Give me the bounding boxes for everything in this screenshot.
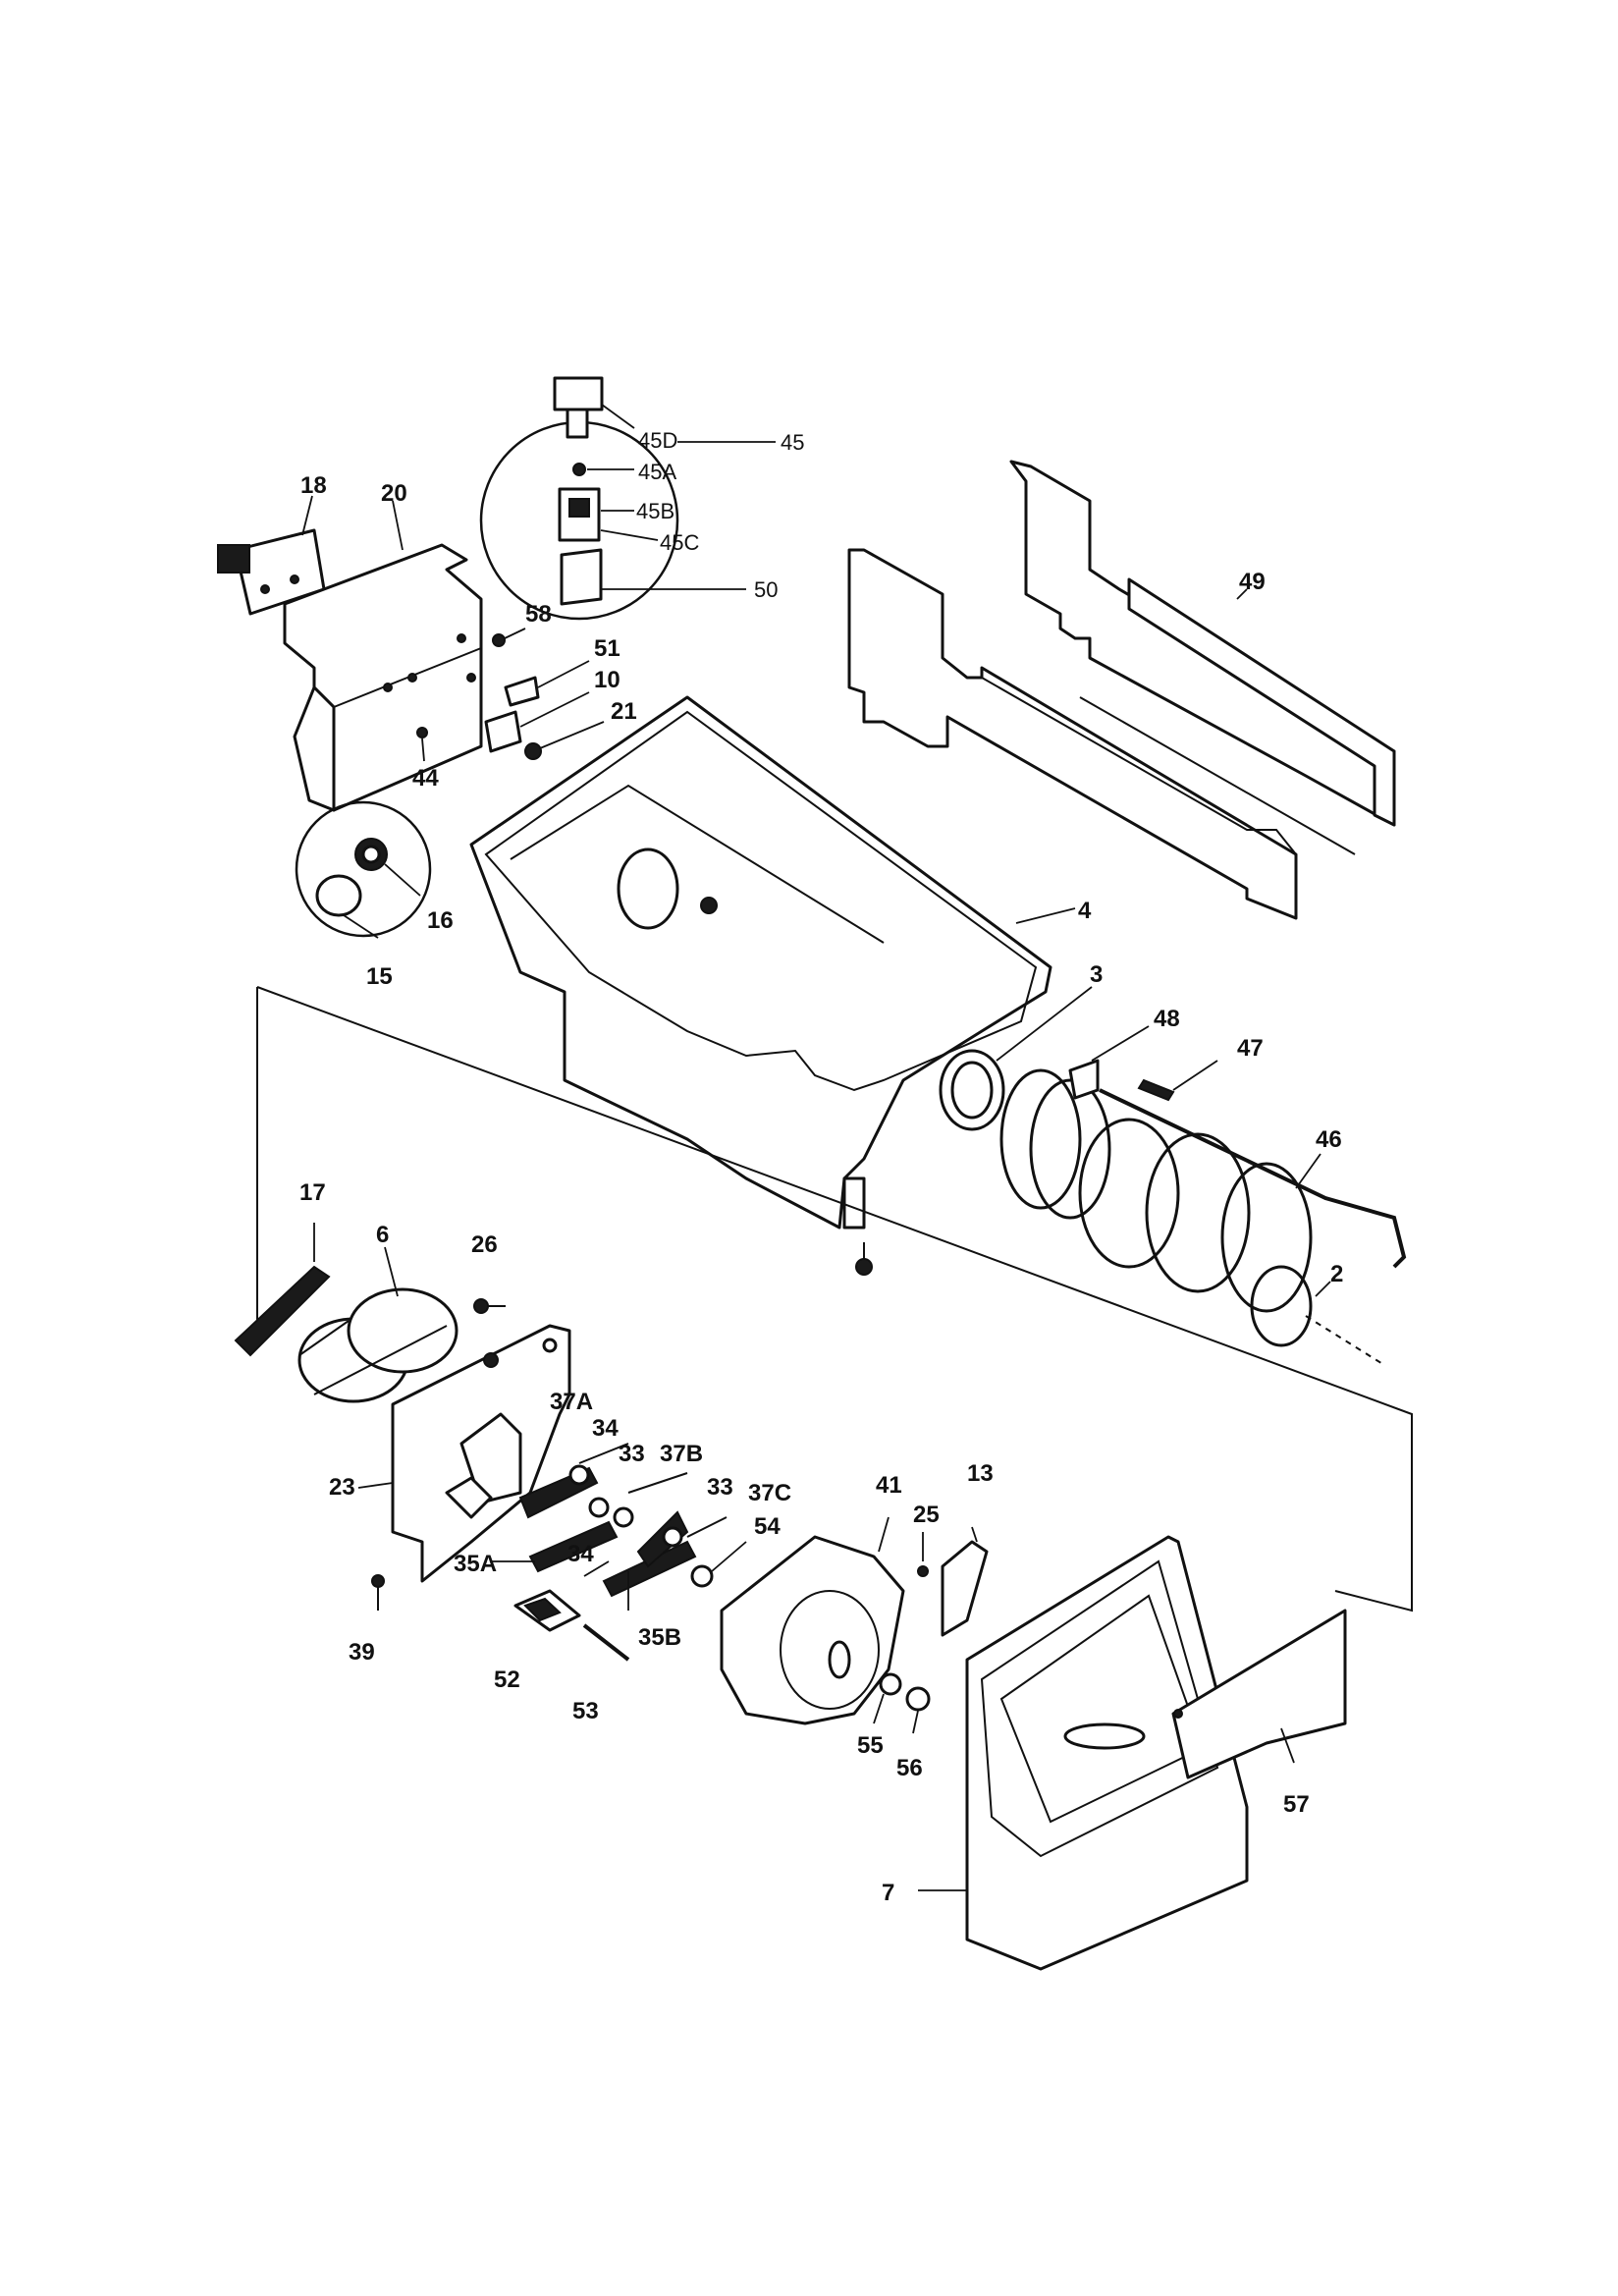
callout-35a: 35A bbox=[454, 1551, 497, 1577]
callout-49: 49 bbox=[1239, 569, 1266, 595]
part-55 bbox=[879, 1672, 902, 1696]
part-41-housing bbox=[690, 1516, 931, 1734]
callout-52: 52 bbox=[494, 1667, 520, 1693]
callout-41: 41 bbox=[876, 1472, 902, 1499]
callout-34-top: 34 bbox=[592, 1415, 619, 1442]
callout-4: 4 bbox=[1078, 898, 1092, 924]
part-45b bbox=[558, 487, 601, 542]
callout-45d: 45D bbox=[638, 428, 677, 453]
part-56 bbox=[905, 1686, 931, 1712]
callout-33-mid: 33 bbox=[707, 1474, 733, 1501]
callout-55: 55 bbox=[857, 1732, 884, 1759]
callout-20: 20 bbox=[381, 480, 407, 507]
detail-circle-lamp bbox=[295, 800, 432, 939]
crusher-blades bbox=[491, 1443, 728, 1611]
callout-6: 6 bbox=[376, 1222, 389, 1248]
callout-45a: 45A bbox=[638, 460, 676, 484]
callout-45c: 45C bbox=[660, 530, 699, 555]
callout-51: 51 bbox=[594, 635, 620, 662]
callout-15: 15 bbox=[366, 963, 393, 990]
callout-35b: 35B bbox=[638, 1624, 681, 1651]
callout-57: 57 bbox=[1283, 1791, 1310, 1818]
callout-47: 47 bbox=[1237, 1035, 1264, 1062]
part-49-rail-assembly bbox=[847, 460, 1396, 920]
callout-10: 10 bbox=[594, 667, 620, 693]
callout-44: 44 bbox=[412, 765, 439, 792]
callout-33-top: 33 bbox=[619, 1441, 645, 1467]
part-17-6-impeller bbox=[234, 1223, 458, 1403]
callout-2: 2 bbox=[1330, 1261, 1343, 1287]
part-4-ice-bucket bbox=[469, 695, 1076, 1230]
screw-under-bucket bbox=[855, 1242, 873, 1276]
part-57-flap bbox=[1171, 1609, 1347, 1779]
part-50 bbox=[560, 548, 603, 606]
callout-48: 48 bbox=[1154, 1006, 1180, 1032]
screws-26-39 bbox=[371, 1298, 506, 1611]
callout-7: 7 bbox=[882, 1880, 894, 1906]
part-45d bbox=[553, 376, 604, 411]
callout-56: 56 bbox=[896, 1755, 923, 1781]
callout-16: 16 bbox=[427, 907, 454, 934]
part-54 bbox=[690, 1564, 714, 1588]
callout-17: 17 bbox=[299, 1179, 326, 1206]
callout-50: 50 bbox=[754, 577, 778, 602]
detail-circle-45 bbox=[479, 376, 776, 621]
part-15-bulb bbox=[315, 874, 362, 917]
callout-45b: 45B bbox=[636, 499, 674, 523]
exploded-frame-outline bbox=[256, 986, 1413, 1613]
callout-21: 21 bbox=[611, 698, 637, 725]
callout-45: 45 bbox=[781, 430, 804, 455]
callout-34-low: 34 bbox=[567, 1541, 594, 1567]
callout-37c: 37C bbox=[748, 1480, 791, 1506]
part-45a bbox=[572, 463, 586, 476]
callout-46: 46 bbox=[1316, 1126, 1342, 1153]
part-18-terminal-block bbox=[217, 495, 326, 616]
part-20-bracket bbox=[283, 500, 483, 812]
callout-37a: 37A bbox=[550, 1389, 593, 1415]
part-46-48-rod bbox=[1068, 1025, 1407, 1269]
callout-18: 18 bbox=[300, 472, 327, 499]
part-13-25 bbox=[917, 1526, 989, 1637]
callout-3: 3 bbox=[1090, 961, 1103, 988]
part-7-front-cover bbox=[918, 1535, 1249, 1971]
part-3-ring bbox=[939, 986, 1093, 1131]
part-23-plate bbox=[357, 1324, 571, 1583]
callout-54: 54 bbox=[754, 1513, 781, 1540]
callout-39: 39 bbox=[349, 1639, 375, 1666]
small-parts-bracket bbox=[416, 628, 605, 762]
callout-37b: 37B bbox=[660, 1441, 703, 1467]
callout-labels: 18 20 45D 45 45A 45B 45C 50 49 58 51 10 … bbox=[299, 428, 1343, 1906]
part-2-auger-spring bbox=[999, 1068, 1385, 1366]
callout-25: 25 bbox=[913, 1502, 940, 1528]
callout-26: 26 bbox=[471, 1231, 498, 1258]
callout-58-top: 58 bbox=[525, 601, 552, 628]
callout-23: 23 bbox=[329, 1474, 355, 1501]
callout-13: 13 bbox=[967, 1460, 994, 1487]
parts-52-53 bbox=[513, 1589, 630, 1662]
callout-53: 53 bbox=[572, 1698, 599, 1724]
